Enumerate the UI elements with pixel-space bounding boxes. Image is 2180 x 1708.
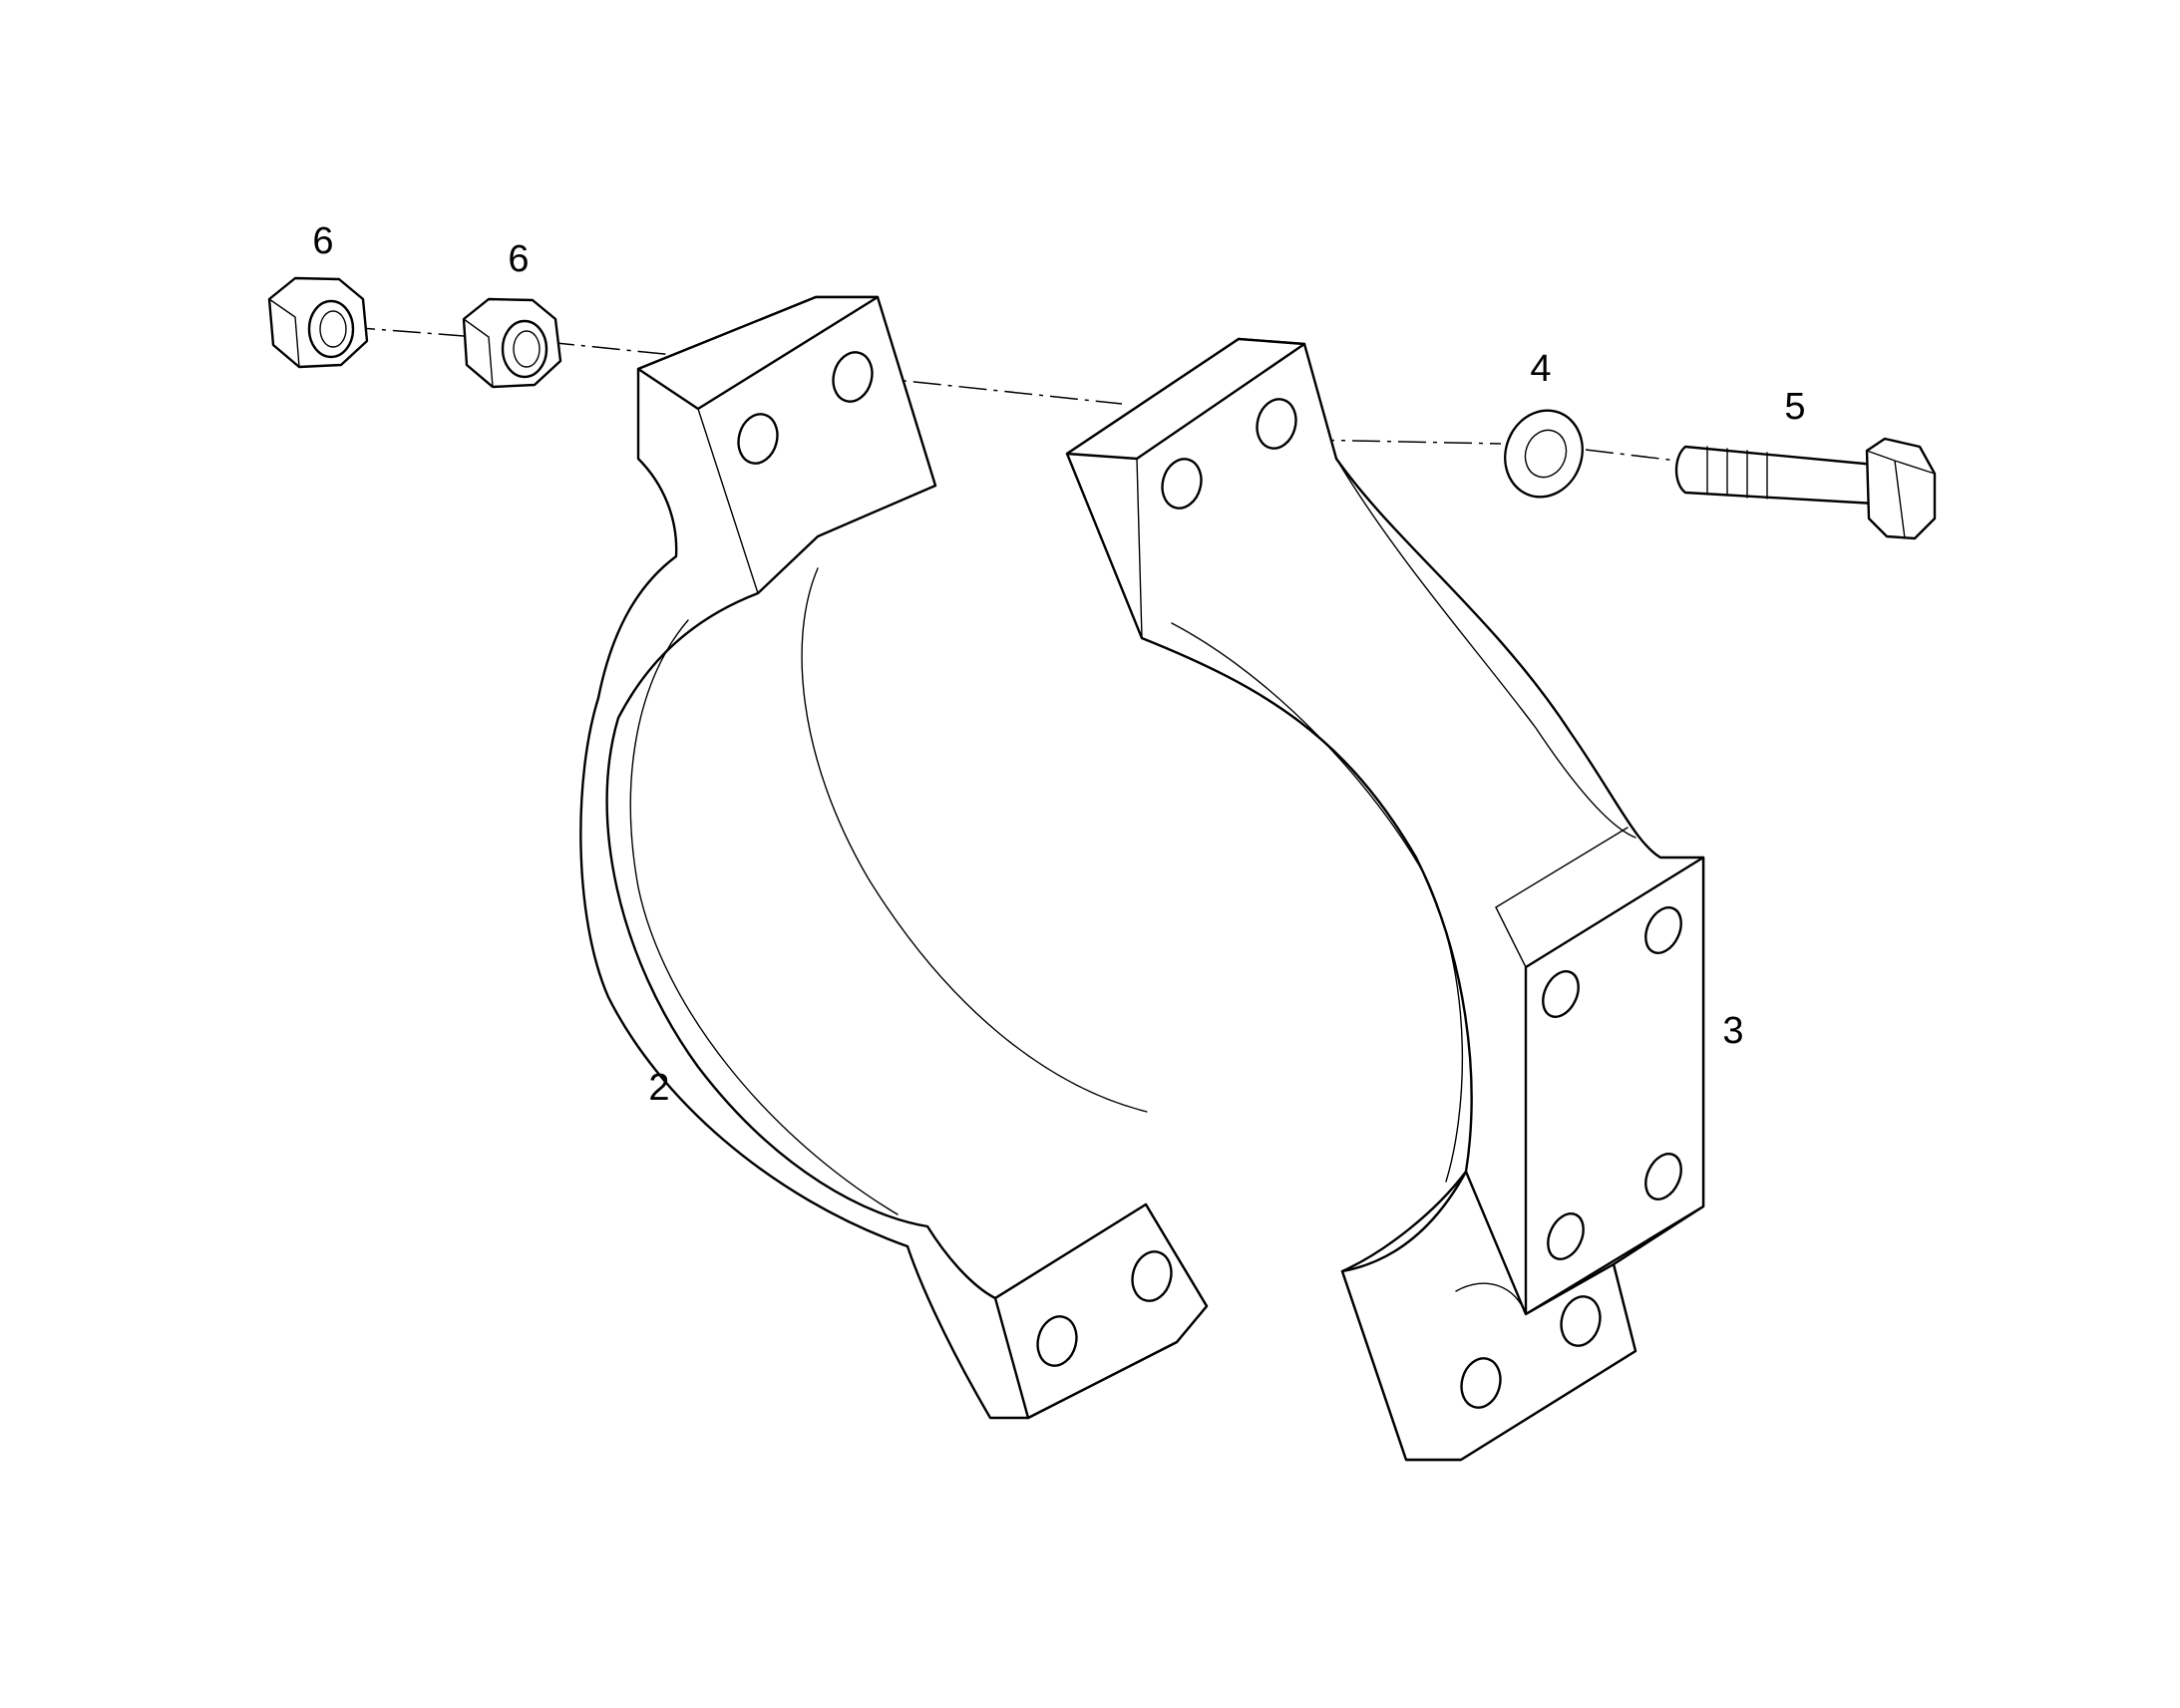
- callout-part-6-right: 6: [508, 238, 529, 280]
- assembly-axis-line: [346, 326, 1686, 463]
- hex-bolt: [1674, 437, 1937, 540]
- hex-nut-right: [462, 297, 562, 389]
- callout-part-5: 5: [1784, 386, 1805, 428]
- bolt-hole: [1036, 1315, 1078, 1367]
- callout-part-4: 4: [1530, 348, 1551, 390]
- bolt-hole: [1161, 458, 1203, 510]
- bolt-hole: [1644, 906, 1682, 954]
- bolt-hole: [1542, 970, 1580, 1018]
- callout-part-2: 2: [648, 1067, 669, 1109]
- callout-part-6-left: 6: [312, 220, 333, 262]
- bolt-hole: [1560, 1295, 1602, 1347]
- bolt-hole: [737, 413, 779, 465]
- washer: [1504, 409, 1584, 499]
- bolt-hole: [1644, 1153, 1682, 1200]
- hex-nut-left: [267, 276, 369, 369]
- bolt-hole: [1256, 398, 1297, 450]
- clamp-half-right: [1065, 337, 1705, 1462]
- bolt-hole: [832, 351, 874, 403]
- bolt-hole: [1131, 1250, 1173, 1302]
- callout-part-3: 3: [1722, 1010, 1743, 1052]
- bolt-hole: [1547, 1212, 1585, 1260]
- bolt-hole: [1460, 1357, 1502, 1409]
- clamp-half-left: [579, 295, 1209, 1420]
